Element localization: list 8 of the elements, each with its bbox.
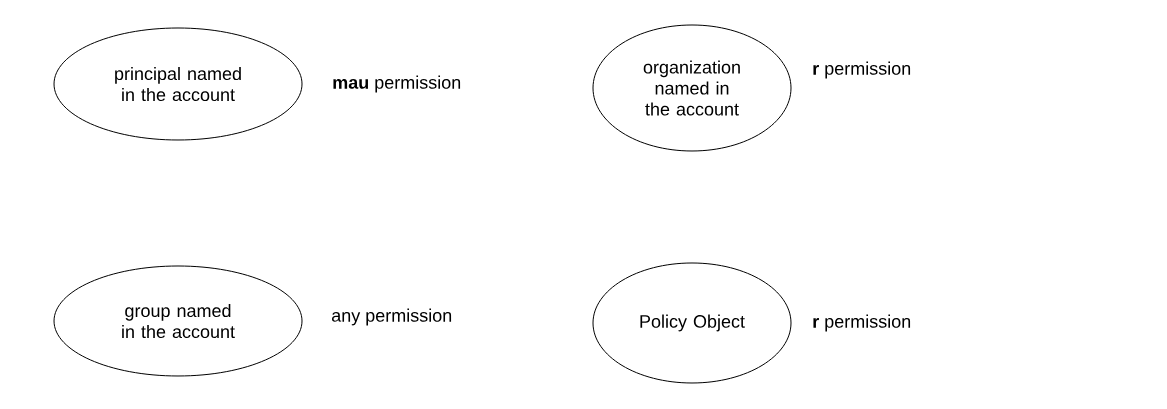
permission-label: r permission — [813, 61, 911, 79]
ellipse-node: principal named in the account — [53, 27, 303, 141]
permission-label: any permission — [332, 308, 452, 326]
ellipse-node: Policy Object — [592, 262, 792, 384]
ellipse-node: group named in the account — [53, 265, 303, 377]
ellipse-node: organization named in the account — [592, 24, 792, 152]
permission-label: r permission — [813, 314, 911, 332]
permission-label: mau permission — [333, 75, 461, 93]
